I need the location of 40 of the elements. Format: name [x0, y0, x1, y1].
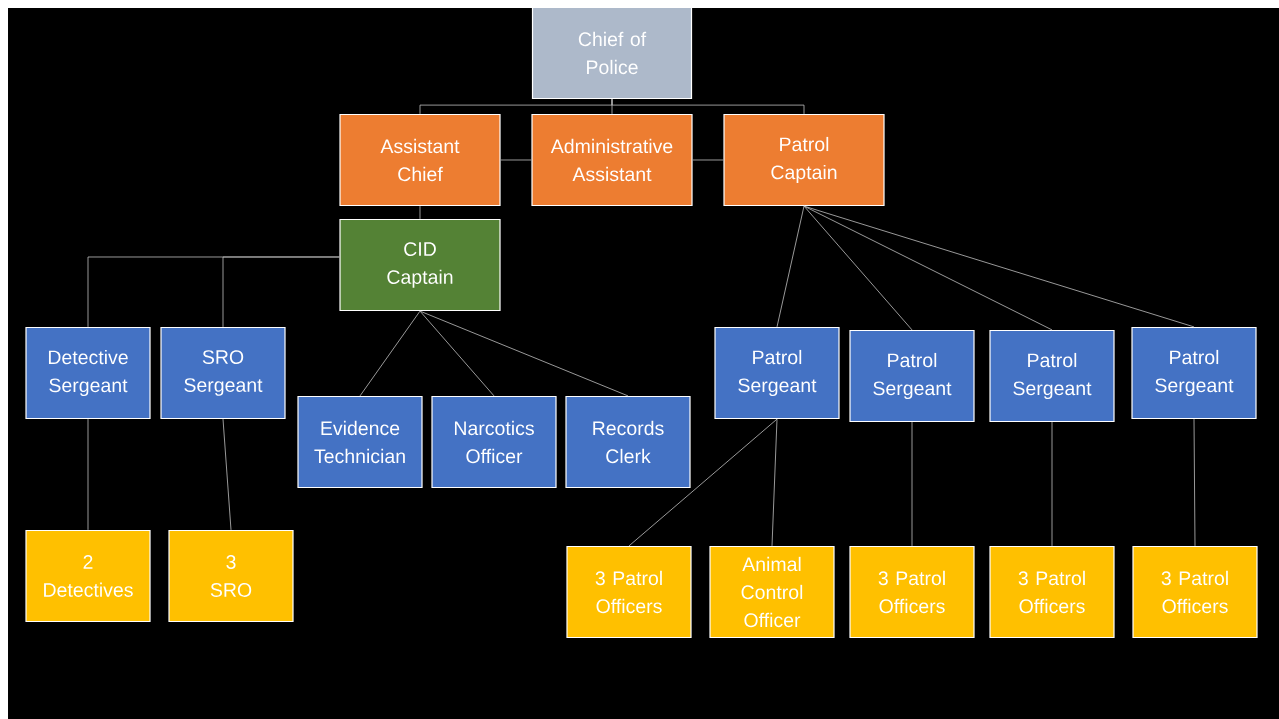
connector-line	[359, 310, 421, 397]
connector-line	[803, 205, 1195, 328]
connector-line	[771, 418, 778, 547]
captain-box: CID Captain	[339, 218, 501, 312]
connector-line	[419, 310, 629, 397]
staff-box: 3 SRO	[168, 529, 294, 623]
position-box: Detective Sergeant	[25, 326, 151, 420]
staff-box: 3 Patrol Officers	[989, 545, 1115, 639]
command-box: Administrative Assistant	[531, 113, 693, 207]
connector-line	[500, 159, 532, 161]
position-box: Patrol Sergeant	[714, 326, 840, 420]
position-box: Patrol Sergeant	[989, 329, 1115, 423]
position-box: Patrol Sergeant	[849, 329, 975, 423]
connector-line	[419, 310, 495, 397]
chief-box: Chief of Police	[531, 6, 693, 100]
connector-line	[1193, 418, 1196, 547]
position-box: Patrol Sergeant	[1131, 326, 1257, 420]
position-box: Records Clerk	[565, 395, 691, 489]
connector-line	[222, 256, 340, 328]
command-box: Assistant Chief	[339, 113, 501, 207]
connector-line	[628, 418, 778, 547]
position-box: Narcotics Officer	[431, 395, 557, 489]
staff-box: 3 Patrol Officers	[1132, 545, 1258, 639]
command-box: Patrol Captain	[723, 113, 885, 207]
staff-box: 3 Patrol Officers	[849, 545, 975, 639]
staff-box: 3 Patrol Officers	[566, 545, 692, 639]
connector-line	[1051, 421, 1053, 547]
connector-line	[87, 418, 89, 531]
connector-line	[222, 418, 232, 531]
position-box: Evidence Technician	[297, 395, 423, 489]
connector-line	[692, 159, 724, 161]
connector-line	[419, 205, 421, 220]
connector-line	[611, 98, 805, 115]
connector-line	[776, 205, 805, 328]
connector-line	[803, 205, 913, 331]
position-box: SRO Sergeant	[160, 326, 286, 420]
staff-box: Animal Control Officer	[709, 545, 835, 639]
connector-line	[803, 205, 1053, 331]
connector-line	[911, 421, 913, 547]
staff-box: 2 Detectives	[25, 529, 151, 623]
